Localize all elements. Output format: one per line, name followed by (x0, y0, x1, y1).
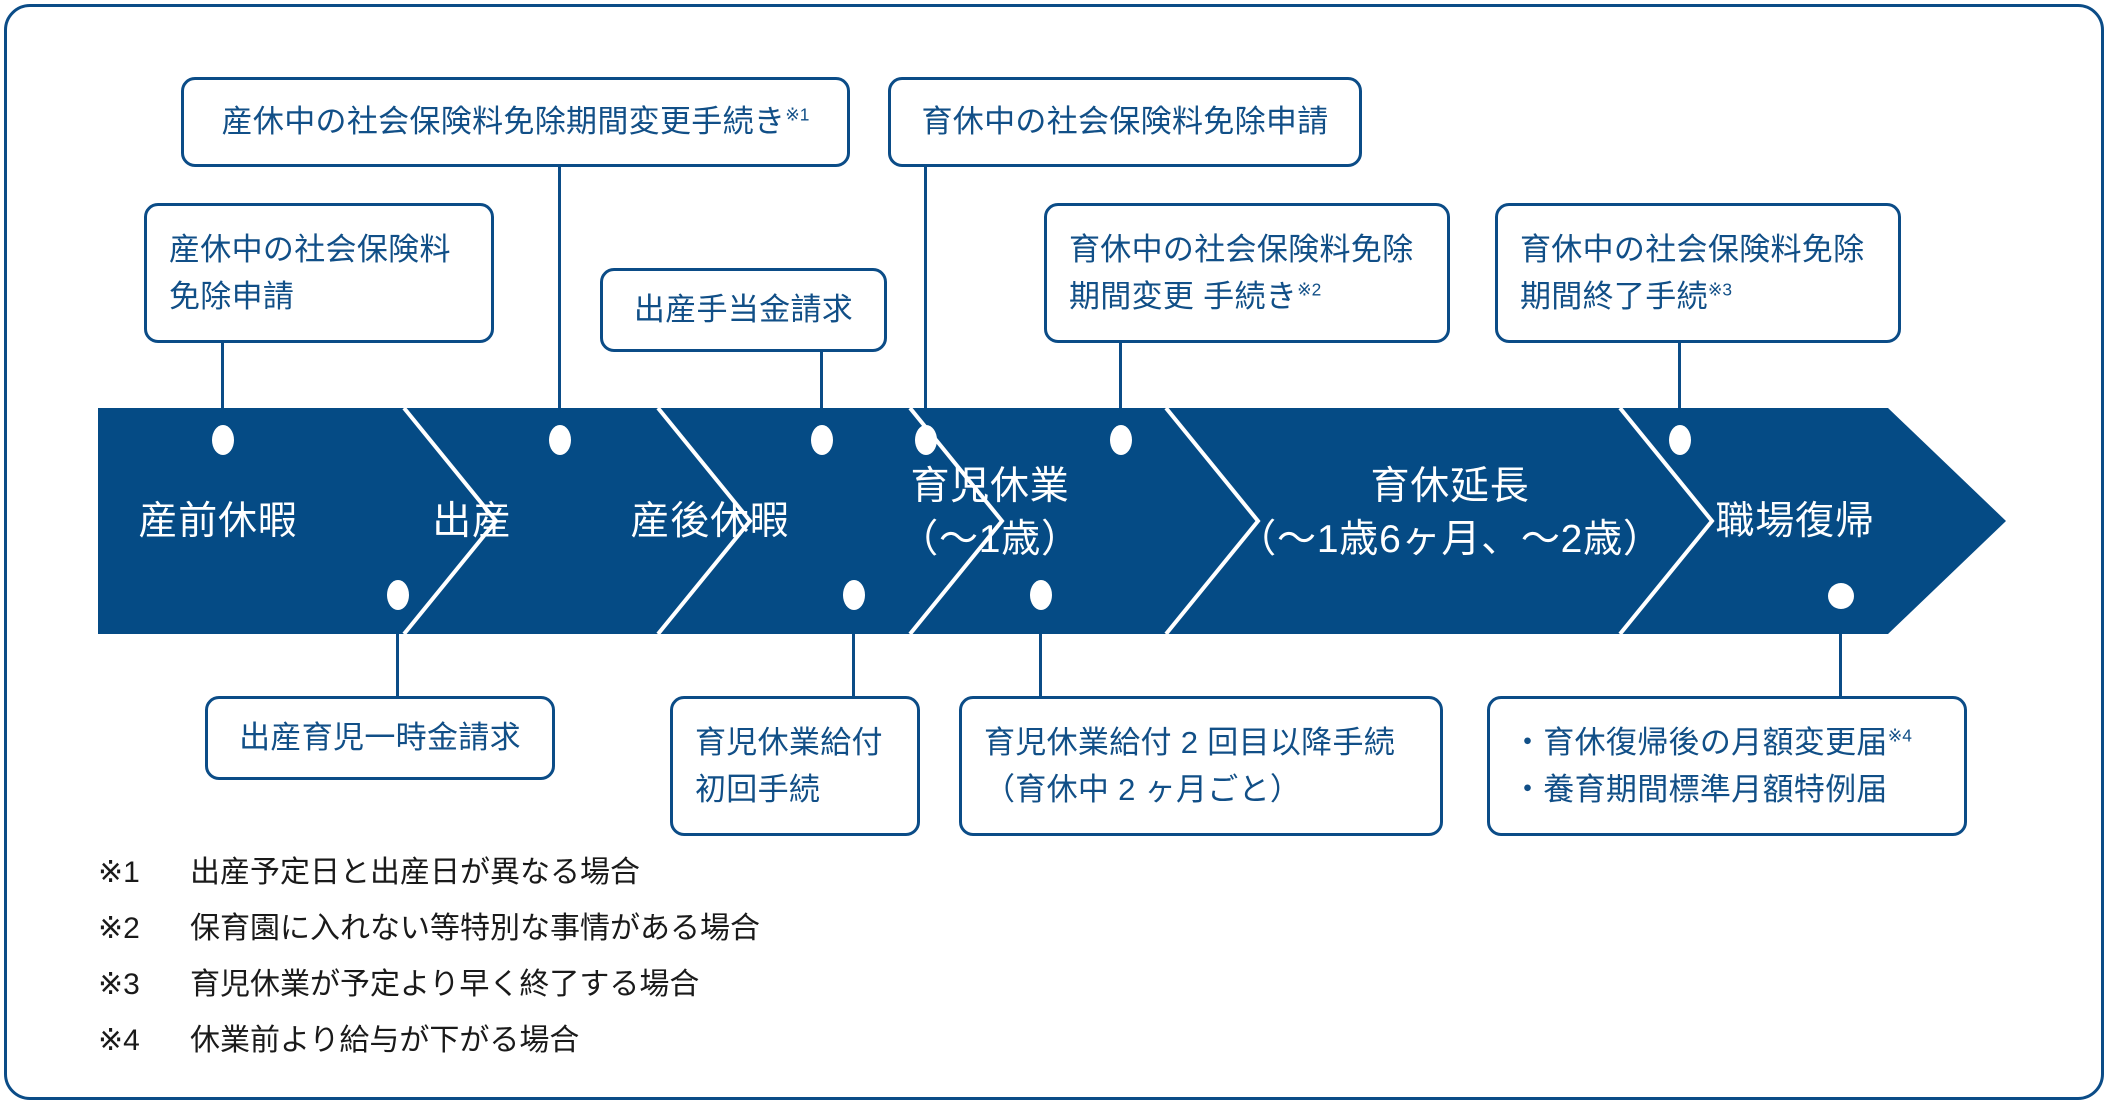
callout-box-fukki-go-todoke[interactable]: ・育休復帰後の月額変更届※4 ・養育期間標準月額特例届 (1487, 696, 1967, 836)
box-line-2: 初回手続 (695, 772, 821, 807)
connector-dot-shussan-ikuji-ichijikin (387, 580, 409, 610)
box-line-2: 免除申請 (169, 279, 295, 314)
connector-stem-ikukyu-menjo-shinsei (924, 167, 927, 439)
connector-stem-ikuji-kyufu-shokai (852, 595, 855, 698)
footnote-item: ※2 保育園に入れない等特別な事情がある場合 (98, 914, 760, 944)
box-line-2: ・養育期間標準月額特例届 (1512, 772, 1888, 807)
stage-label-line-1: 育休延長 (1370, 465, 1530, 508)
stage-label-ikuji-kyugyo: 育児休業 （〜1歳） (855, 460, 1125, 566)
stage-label-ikukyu-encho: 育休延長 （〜1歳6ヶ月、〜2歳） (1215, 460, 1685, 566)
connector-dot-ikuji-kyufu-shokai (843, 580, 865, 610)
connector-stem-shussan-teatekin (820, 352, 823, 439)
connector-dot-sanpo-menjo-shinsei (212, 425, 234, 455)
callout-box-shussan-teatekin[interactable]: 出産手当金請求 (600, 268, 887, 352)
box-line-1: 出産育児一時金請求 (239, 720, 521, 756)
stage-label-sango-kyuka: 産後休暇 (580, 495, 840, 548)
stage-label-line-1: 産前休暇 (138, 500, 298, 543)
box-line-1: ・育休復帰後の月額変更届※4 (1512, 719, 1942, 766)
stage-label-line-2: （〜1歳6ヶ月、〜2歳） (1237, 518, 1663, 562)
footnote-key: ※2 (98, 912, 140, 945)
callout-box-ikuji-kyufu-shokai[interactable]: 育児休業給付 初回手続 (670, 696, 920, 836)
stage-label-line-1: 職場復帰 (1715, 500, 1875, 543)
callout-box-ikukyu-menjo-shinsei[interactable]: 育休中の社会保険料免除申請 (888, 77, 1362, 167)
footnote-text: 出産予定日と出産日が異なる場合 (190, 856, 640, 889)
footnote-key: ※1 (98, 856, 140, 889)
box-line-1: 育休中の社会保険料免除 (1520, 231, 1865, 267)
stage-label-line-1: 育児休業 (910, 465, 1070, 508)
connector-dot-ikukyu-menjo-shinsei (915, 425, 937, 455)
box-line-1: 産休中の社会保険料 (169, 231, 451, 267)
callout-box-sanpo-menjo-shinsei[interactable]: 産休中の社会保険料 免除申請 (144, 203, 494, 343)
stage-label-sanzen-kyuka: 産前休暇 (98, 495, 338, 548)
box-line-2-text: 期間変更 手続き (1069, 279, 1298, 314)
connector-stem-fukki-go-todoke (1839, 598, 1842, 698)
footnote-list: ※1 出産予定日と出産日が異なる場合 ※2 保育園に入れない等特別な事情がある場… (98, 858, 760, 1082)
stage-label-line-2: （〜1歳） (899, 518, 1081, 562)
box-line-1: 産休中の社会保険料免除期間変更手続き※1 (222, 98, 810, 145)
footnote-item: ※4 休業前より給与が下がる場合 (98, 1026, 760, 1056)
stage-label-shussan: 出産 (352, 495, 592, 548)
stage-label-line-1: 産後休暇 (630, 500, 790, 543)
connector-stem-sanpo-kikan-henko (558, 167, 561, 439)
box-line-2: 期間変更 手続き※2 (1069, 273, 1425, 320)
stage-label-line-1: 出産 (432, 500, 512, 543)
box-line-1: 育休中の社会保険料免除 (1069, 231, 1414, 267)
footnote-marker: ※3 (1707, 279, 1733, 300)
box-line-2-text: 期間終了手続 (1520, 279, 1708, 314)
footnote-text: 休業前より給与が下がる場合 (190, 1024, 580, 1057)
connector-stem-ikuji-kyufu-nikaime (1039, 595, 1042, 698)
footnote-text: 育児休業が予定より早く終了する場合 (190, 968, 700, 1001)
footnote-key: ※4 (98, 1024, 140, 1057)
callout-box-ikukyu-kikan-shuryo[interactable]: 育休中の社会保険料免除 期間終了手続※3 (1495, 203, 1901, 343)
box-line-2: （育休中 2 ヶ月ごと） (984, 772, 1302, 807)
box-line-1-text: ・育休復帰後の月額変更届 (1512, 724, 1888, 760)
connector-dot-ikukyu-kikan-henko (1110, 425, 1132, 455)
footnote-item: ※1 出産予定日と出産日が異なる場合 (98, 858, 760, 888)
stage-label-shokuba-fukki: 職場復帰 (1650, 495, 1940, 548)
callout-box-sanpo-kikan-henko[interactable]: 産休中の社会保険料免除期間変更手続き※1 (181, 77, 850, 167)
footnote-text: 保育園に入れない等特別な事情がある場合 (190, 912, 760, 945)
callout-box-shussan-ikuji-ichijikin[interactable]: 出産育児一時金請求 (205, 696, 555, 780)
process-arrow-bar (98, 408, 2006, 634)
box-line-1: 育児休業給付 2 回目以降手続 (984, 724, 1396, 760)
connector-stem-ikukyu-kikan-shuryo (1678, 343, 1681, 439)
footnote-key: ※3 (98, 968, 140, 1001)
connector-dot-fukki-go-todoke (1828, 583, 1854, 609)
connector-dot-ikuji-kyufu-nikaime (1030, 580, 1052, 610)
connector-dot-ikukyu-kikan-shuryo (1669, 425, 1691, 455)
box-line-2: 期間終了手続※3 (1520, 273, 1876, 320)
footnote-marker: ※1 (785, 105, 810, 126)
footnote-item: ※3 育児休業が予定より早く終了する場合 (98, 970, 760, 1000)
footnote-marker: ※4 (1887, 725, 1912, 746)
box-line-1: 育児休業給付 (695, 724, 883, 760)
connector-dot-shussan-teatekin (811, 425, 833, 455)
footnote-marker: ※2 (1297, 279, 1322, 300)
connector-stem-sanpo-menjo-shinsei (221, 343, 224, 439)
box-line-1: 出産手当金請求 (633, 292, 854, 328)
connector-stem-ikukyu-kikan-henko (1119, 343, 1122, 439)
callout-box-ikukyu-kikan-henko[interactable]: 育休中の社会保険料免除 期間変更 手続き※2 (1044, 203, 1450, 343)
box-line-1: 育休中の社会保険料免除申請 (921, 104, 1329, 140)
callout-box-ikuji-kyufu-nikaime[interactable]: 育児休業給付 2 回目以降手続 （育休中 2 ヶ月ごと） (959, 696, 1443, 836)
connector-stem-shussan-ikuji-ichijikin (396, 595, 399, 698)
box-line-1-text: 産休中の社会保険料免除期間変更手続き (221, 104, 786, 140)
connector-dot-sanpo-kikan-henko (549, 425, 571, 455)
